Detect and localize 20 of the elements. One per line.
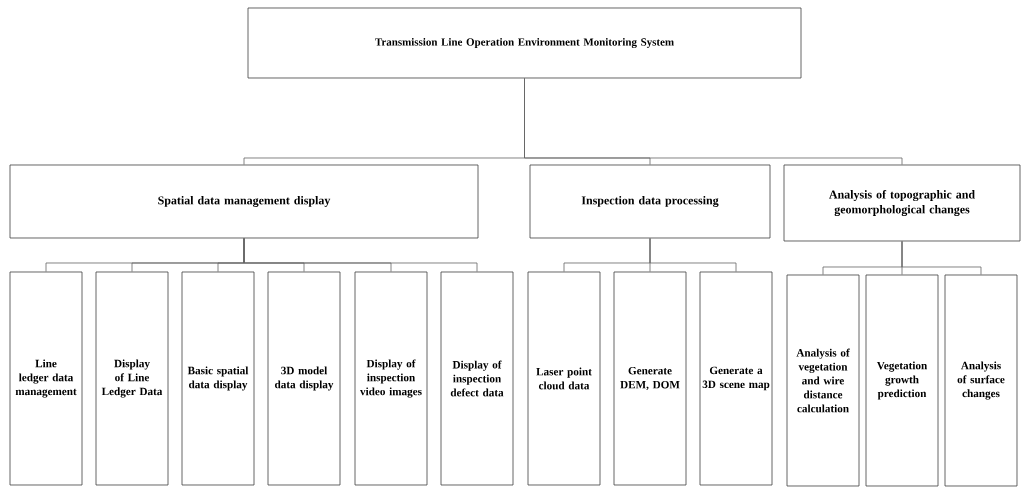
function-box: Display of Line Ledger Data (95, 271, 169, 486)
connector-line (243, 238, 478, 272)
function-box: Display of inspection defect data (440, 271, 514, 486)
root-box: Transmission Line Operation Environment Monitoring System (247, 7, 802, 79)
function-box: Vegetation growth prediction (865, 274, 939, 487)
function-box: Generate DEM, DOM (613, 271, 687, 486)
connector-line (524, 78, 903, 165)
function-box: Laser point cloud data (527, 271, 601, 486)
function-box: 3D model data display (267, 271, 341, 486)
function-box: Line ledger data management (9, 271, 83, 486)
function-box: Basic spatial data display (181, 271, 255, 486)
category-box: Inspection data processing (529, 164, 771, 239)
function-box: Analysis of vegetation and wire distance calculation (786, 274, 860, 487)
connector-line (901, 241, 982, 275)
category-box: Spatial data management display (9, 164, 479, 239)
category-box: Analysis of topographic and geomorphological changes (783, 164, 1021, 242)
connector-line (649, 238, 737, 272)
function-box: Display of inspection video images (354, 271, 428, 486)
function-box: Generate a 3D scene map (699, 271, 773, 486)
function-box: Analysis of surface changes (944, 274, 1018, 487)
